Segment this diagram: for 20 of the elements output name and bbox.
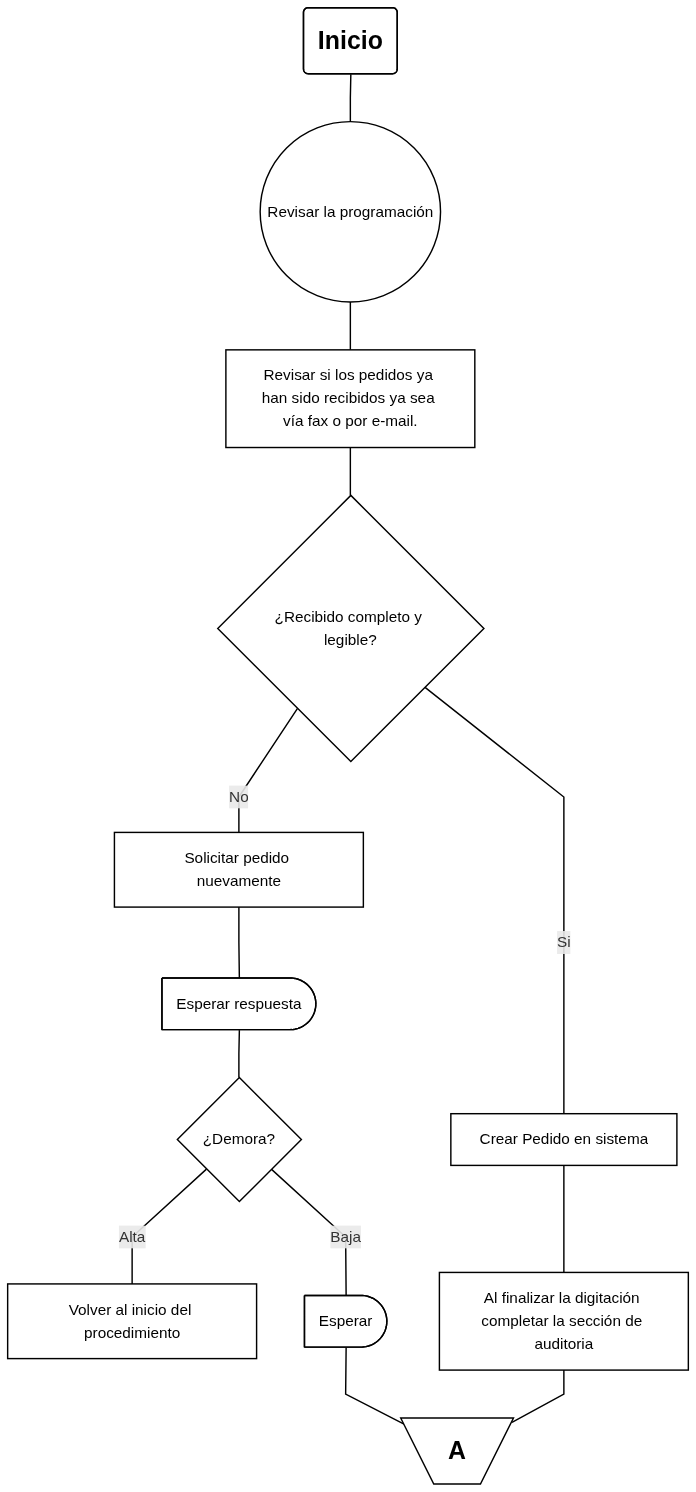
node-box: Crear Pedido en sistema <box>450 1113 678 1167</box>
node-box: Al finalizar la digitación completar la sección de auditoria <box>438 1271 690 1371</box>
connector <box>349 73 352 123</box>
edge-label: Si <box>557 933 571 951</box>
node-diamond: ¿Demora? <box>176 1076 303 1203</box>
connector <box>563 1164 565 1274</box>
node-diamond: ¿Recibido completo y legible? <box>216 494 485 763</box>
node-box: Volver al inicio del procedimiento <box>6 1283 258 1360</box>
edge-label: Alta <box>118 1228 146 1245</box>
connector <box>349 301 352 351</box>
connector <box>511 1369 565 1424</box>
node-circle: Revisar la programación <box>259 120 442 303</box>
node-box: Solicitar pedido nuevamente <box>113 831 365 908</box>
connector <box>238 707 299 834</box>
connector <box>349 446 352 497</box>
edge-label: No <box>229 788 249 805</box>
node-box: Revisar si los pedidos ya han sido recibidos ya sea vía fax o por e-mail. <box>225 349 476 449</box>
connector <box>424 686 565 1115</box>
edge-label: Baja <box>330 1228 361 1245</box>
connector <box>238 1029 241 1079</box>
